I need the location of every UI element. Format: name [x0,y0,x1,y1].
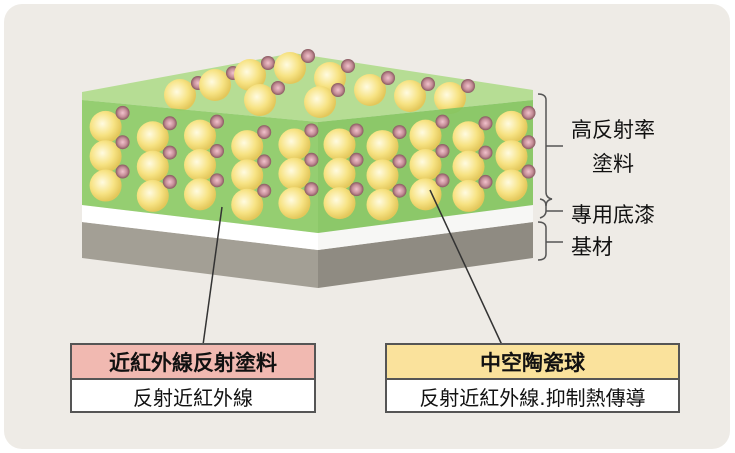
leader-line-pink [202,206,223,346]
nir-pigment-particle [435,144,450,158]
ceramic-sphere [434,82,466,114]
substrate-label: 基材 [571,235,613,259]
ceramic-sphere [244,84,276,116]
nir-pigment-particle [381,71,395,85]
ceramic-sphere [199,69,231,101]
ceramic-sphere [452,150,485,183]
primer-label: 專用底漆 [571,203,655,227]
nir-pigment-particle [304,182,319,197]
ceramic-sphere [164,79,196,111]
nir-pigment-particle [331,83,345,97]
nir-pigment-particle [478,116,493,131]
nir-pigment-particle [421,77,435,91]
nir-pigment-particle [115,164,130,179]
ceramic-sphere [452,121,485,154]
nir-pigment-particle [301,49,315,63]
ceramic-sphere [323,187,356,220]
nir-pigment-particle [210,173,224,188]
callout-nir-coating: 近紅外線反射塗料 反射近紅外線 [70,343,316,413]
nir-pigment-particle [478,145,493,160]
ceramic-sphere [394,80,426,112]
leader-line-yellow [429,189,503,346]
nir-pigment-particle [392,183,407,198]
ceramic-sphere [89,140,122,173]
ceramic-sphere [495,140,528,173]
callout-title: 近紅外線反射塗料 [72,345,314,380]
ceramic-sphere [231,130,264,163]
nir-pigment-particle [521,164,536,179]
ceramic-sphere [136,150,169,183]
ceramic-sphere [366,188,399,221]
ceramic-sphere [278,157,311,190]
nir-pigment-particle [257,154,272,169]
nir-pigment-particle [304,152,319,167]
ceramic-sphere [409,119,442,152]
ceramic-sphere [278,128,311,161]
nir-pigment-particle [349,152,364,167]
coating-label-line2: 塗料 [592,152,634,176]
callout-ceramic-sphere: 中空陶瓷球 反射近紅外線.抑制熱傳導 [385,343,680,413]
callout-title: 中空陶瓷球 [387,345,678,380]
callout-desc: 反射近紅外線.抑制熱傳導 [419,385,646,410]
ceramic-sphere [184,178,216,211]
ceramic-sphere [184,149,216,181]
nir-pigment-particle [521,135,536,150]
nir-pigment-particle [461,79,475,93]
ceramic-sphere [452,179,485,212]
ceramic-sphere [409,178,442,211]
nir-pigment-particle [435,114,450,129]
primer-right-face [318,205,533,250]
nir-pigment-particle [392,154,407,169]
nir-pigment-particle [115,105,130,120]
primer-left-face [82,205,318,250]
ceramic-sphere [136,121,169,154]
coating-label: 高反射率 [571,118,655,142]
ceramic-sphere [274,52,306,84]
ceramic-sphere [495,169,528,202]
ceramic-sphere [278,187,311,220]
ceramic-sphere [409,149,442,181]
nir-pigment-particle [115,135,130,150]
ceramic-sphere [354,74,386,106]
ceramic-sphere [89,110,122,143]
ceramic-sphere [231,159,264,192]
nir-pigment-particle [521,105,536,120]
nir-pigment-particle [210,144,224,158]
nir-pigment-particle [341,59,355,73]
nir-pigment-particle [162,174,177,189]
nir-pigment-particle [257,183,272,198]
ceramic-sphere [184,119,216,152]
nir-pigment-particle [257,125,272,140]
callout-desc: 反射近紅外線 [133,385,253,410]
layer-brackets [537,93,563,261]
nir-pigment-particle [304,123,319,138]
ceramic-sphere [89,169,122,202]
substrate-left-face [82,222,318,288]
ceramic-sphere [323,128,356,161]
nir-pigment-particle [162,116,177,131]
nir-pigment-particle [349,182,364,197]
ceramic-sphere [231,188,264,221]
nir-pigment-particle [435,173,450,188]
ceramic-sphere [304,86,336,118]
ceramic-sphere [366,159,399,192]
nir-pigment-particle [271,81,285,95]
ceramic-sphere [323,157,356,190]
nir-pigment-particle [162,145,177,160]
nir-pigment-particle [349,123,364,138]
nir-pigment-particle [392,125,407,140]
ceramic-sphere [366,130,399,163]
ceramic-sphere [495,110,528,143]
substrate-right-face [318,222,533,288]
nir-pigment-particle [478,174,493,189]
ceramic-sphere [136,179,169,212]
nir-pigment-particle [210,114,224,129]
ceramic-sphere [234,59,266,91]
nir-pigment-particle [261,56,275,70]
